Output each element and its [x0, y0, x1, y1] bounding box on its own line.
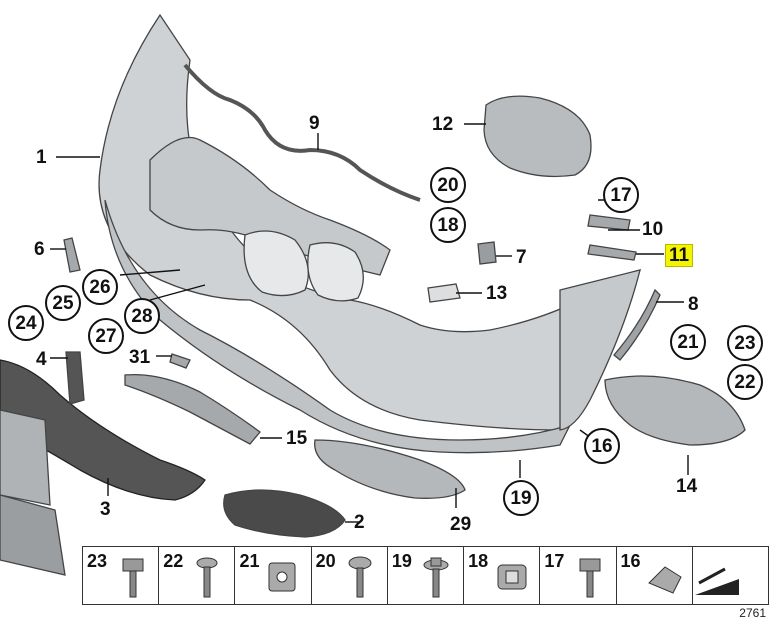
- hardware-cell: 18: [464, 547, 541, 604]
- callout-4: 4: [36, 349, 47, 370]
- callout-13: 13: [486, 283, 508, 304]
- center-grille: [0, 359, 206, 501]
- callout-22: 22: [727, 364, 763, 400]
- callout-2: 2: [354, 512, 365, 533]
- upper-carrier: [149, 136, 391, 276]
- clip-part-31: [169, 353, 191, 369]
- callout-23: 23: [727, 325, 763, 361]
- side-air-duct: [604, 375, 746, 446]
- callout-29: 29: [450, 514, 472, 535]
- callout-27: 27: [88, 318, 124, 354]
- flange-screw-icon: [423, 557, 449, 598]
- callout-21: 21: [670, 324, 706, 360]
- callout-8: 8: [688, 294, 699, 315]
- callout-9: 9: [309, 113, 320, 134]
- callout-10: 10: [642, 219, 664, 240]
- bracket-part-10: [587, 214, 631, 231]
- bracket-part-4: [65, 351, 85, 405]
- hardware-cell: 17: [540, 547, 617, 604]
- hardware-cell: 20: [312, 547, 388, 604]
- callout-26: 26: [82, 269, 118, 305]
- kidney-opening-left: [243, 230, 309, 297]
- callout-19: 19: [503, 480, 539, 516]
- bracket-part-7: [477, 241, 497, 265]
- hex-bolt-icon: [579, 558, 601, 598]
- callout-1: 1: [36, 147, 47, 168]
- fog-grille-trim: [223, 489, 346, 538]
- callout-7: 7: [516, 247, 527, 268]
- torx-screw-icon: [348, 556, 372, 598]
- clip-nut-icon: [268, 562, 296, 592]
- air-duct-lower: [314, 439, 466, 499]
- hex-bolt-icon: [122, 558, 144, 598]
- side-strip: [613, 288, 661, 361]
- hardware-cell: 19: [388, 547, 465, 604]
- hardware-number: 18: [468, 551, 489, 571]
- callout-3: 3: [100, 499, 111, 520]
- callout-18: 18: [430, 207, 466, 243]
- square-grommet-icon: [497, 564, 527, 590]
- callout-11-highlighted: 11: [665, 244, 694, 267]
- hardware-number: 16: [620, 551, 641, 571]
- hardware-number: 19: [391, 551, 412, 571]
- bumper-extension-16: [559, 269, 641, 431]
- callout-14: 14: [676, 476, 698, 497]
- hardware-number: 20: [315, 551, 336, 571]
- hardware-cell: 22: [159, 547, 236, 604]
- callout-12: 12: [432, 114, 454, 135]
- license-plate-base: [0, 409, 51, 506]
- hardware-cell: 16: [617, 547, 693, 604]
- callout-16: 16: [584, 428, 620, 464]
- spring-clip-icon: [647, 566, 682, 594]
- phillips-screw-icon: [196, 557, 218, 598]
- plate-mount-mesh: [0, 494, 66, 576]
- hardware-number: 17: [544, 551, 565, 571]
- wedge-symbol-icon: [694, 567, 739, 595]
- kidney-opening-right: [307, 242, 364, 302]
- hardware-number: 21: [239, 551, 260, 571]
- callout-15: 15: [286, 428, 308, 449]
- hardware-parts-strip: 23 22 21 20 19 18 17 16: [82, 546, 769, 605]
- callout-31: 31: [129, 347, 151, 368]
- callout-28: 28: [124, 298, 160, 334]
- callout-6: 6: [34, 239, 45, 260]
- hardware-cell: 23: [83, 547, 160, 604]
- kidney-grille: [483, 95, 592, 178]
- hardware-number: 23: [87, 551, 108, 571]
- bracket-part-11: [587, 244, 637, 261]
- document-number: 2761: [739, 606, 766, 620]
- hardware-cell: 21: [235, 547, 312, 604]
- seal-strip: [183, 63, 421, 202]
- callout-20: 20: [430, 167, 466, 203]
- hardware-cell: [693, 547, 768, 604]
- bracket-part-6: [63, 237, 81, 273]
- callout-24: 24: [8, 305, 44, 341]
- callout-25: 25: [45, 285, 81, 321]
- bumper-bracket: [124, 373, 261, 445]
- cover-part-13: [427, 283, 461, 303]
- hardware-number: 22: [163, 551, 184, 571]
- callout-17: 17: [603, 177, 639, 213]
